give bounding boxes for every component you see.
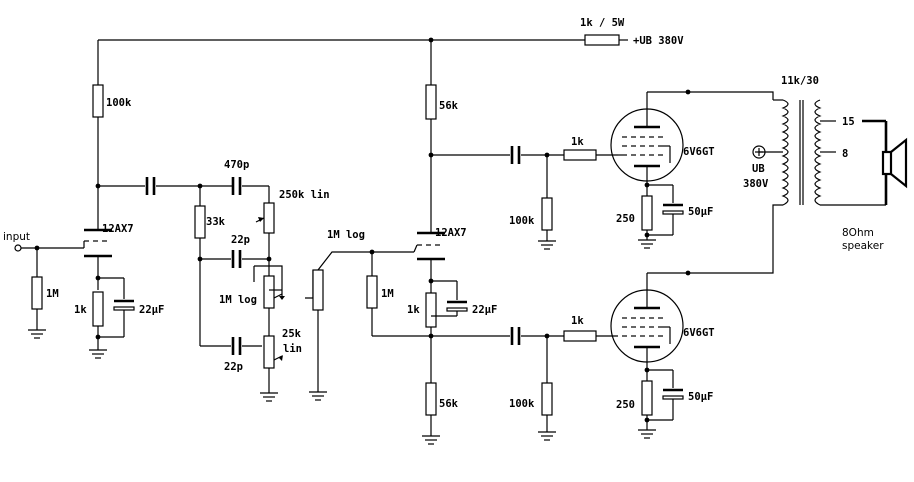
grid-resistor-1-label: 1M: [46, 288, 59, 300]
grid-resistor-bottom-label: 100k: [509, 398, 535, 410]
power-tube-top-icon: [610, 92, 684, 196]
coupling-top: [431, 146, 618, 250]
plate-resistor-2-label: 56k: [439, 100, 459, 112]
grid-stop-top-label: 1k: [571, 136, 584, 148]
ground-icon: [89, 349, 107, 359]
power-cathode-cap-bottom-label: 50μF: [688, 391, 713, 403]
grid-resistor-2: [366, 249, 431, 337]
volume-pot-label: 1M log: [327, 229, 365, 241]
cathode-resistor-2-label: 1k: [407, 304, 420, 316]
tap-15-label: 15: [842, 116, 855, 128]
tone-cap-470p-label: 470p: [224, 159, 249, 171]
ground-icon: [538, 240, 556, 250]
tone-stack: [98, 177, 285, 402]
mid-cap-label: 22p: [231, 234, 250, 246]
supply-rail: [98, 34, 628, 46]
power-tube-top-label: 6V6GT: [683, 146, 715, 158]
power-cathode-cap-top-label: 50μF: [688, 206, 713, 218]
tone-resistor-33k-label: 33k: [206, 216, 226, 228]
input-jack-icon: [14, 244, 84, 252]
power-tube-bottom-icon: [610, 273, 684, 381]
power-cathode-top: [638, 182, 684, 249]
power-cathode-resistor-top-label: 250: [616, 213, 635, 225]
ub-voltage-label: 380V: [743, 178, 769, 190]
grid-resistor-top-label: 100k: [509, 215, 535, 227]
power-cathode-resistor-bottom-label: 250: [616, 399, 635, 411]
bass-pot-label-1: 25k: [282, 328, 302, 340]
speaker-label: speaker: [842, 240, 884, 252]
power-cathode-bottom: [638, 367, 684, 439]
bass-cap-label: 22p: [224, 361, 243, 373]
mid-pot-label: 1M log: [219, 294, 257, 306]
plate-resistor-2: [425, 40, 437, 233]
coupling-bottom: [431, 327, 618, 441]
plate-resistor-1: [92, 40, 104, 230]
ground-icon: [28, 329, 46, 339]
supply-voltage-label: +UB 380V: [633, 35, 684, 47]
grid-resistor-1: [28, 248, 46, 339]
cathode-cap-2-label: 22μF: [472, 304, 497, 316]
grid-stop-bottom-label: 1k: [571, 315, 584, 327]
speaker-icon: [881, 137, 908, 189]
tap-8-label: 8: [842, 148, 848, 160]
supply-resistor-label: 1k / 5W: [580, 17, 625, 29]
ground-icon: [422, 435, 440, 445]
ub-label: UB: [752, 163, 765, 175]
cathode-cap-1-label: 22μF: [139, 304, 164, 316]
grid-resistor-2-label: 1M: [381, 288, 394, 300]
output-transformer-icon: [647, 89, 888, 276]
transformer-label: 11k/30: [781, 75, 819, 87]
cathode-load-2-label: 56k: [439, 398, 459, 410]
bass-pot-label-2: lin: [283, 343, 302, 355]
cathode-network-2: [422, 278, 468, 445]
plate-resistor-1-label: 100k: [106, 97, 132, 109]
treble-pot-label: 250k lin: [279, 189, 330, 201]
cathode-resistor-1-label: 1k: [74, 304, 87, 316]
cathode-network-1: [89, 275, 135, 359]
input-label: input: [3, 231, 30, 243]
triode-1-icon: [83, 228, 112, 290]
ground-icon: [538, 431, 556, 441]
triode-2-icon: [413, 231, 445, 293]
ground-icon: [638, 239, 656, 249]
tube-1-label: 12AX7: [102, 223, 134, 235]
tube-2-label: 12AX7: [435, 227, 467, 239]
ground-icon: [638, 429, 656, 439]
speaker-ohm-label: 8Ohm: [842, 227, 874, 239]
power-tube-bottom-label: 6V6GT: [683, 327, 715, 339]
volume-pot: [269, 251, 372, 401]
ground-icon: [309, 391, 327, 401]
ground-icon: [260, 392, 278, 402]
